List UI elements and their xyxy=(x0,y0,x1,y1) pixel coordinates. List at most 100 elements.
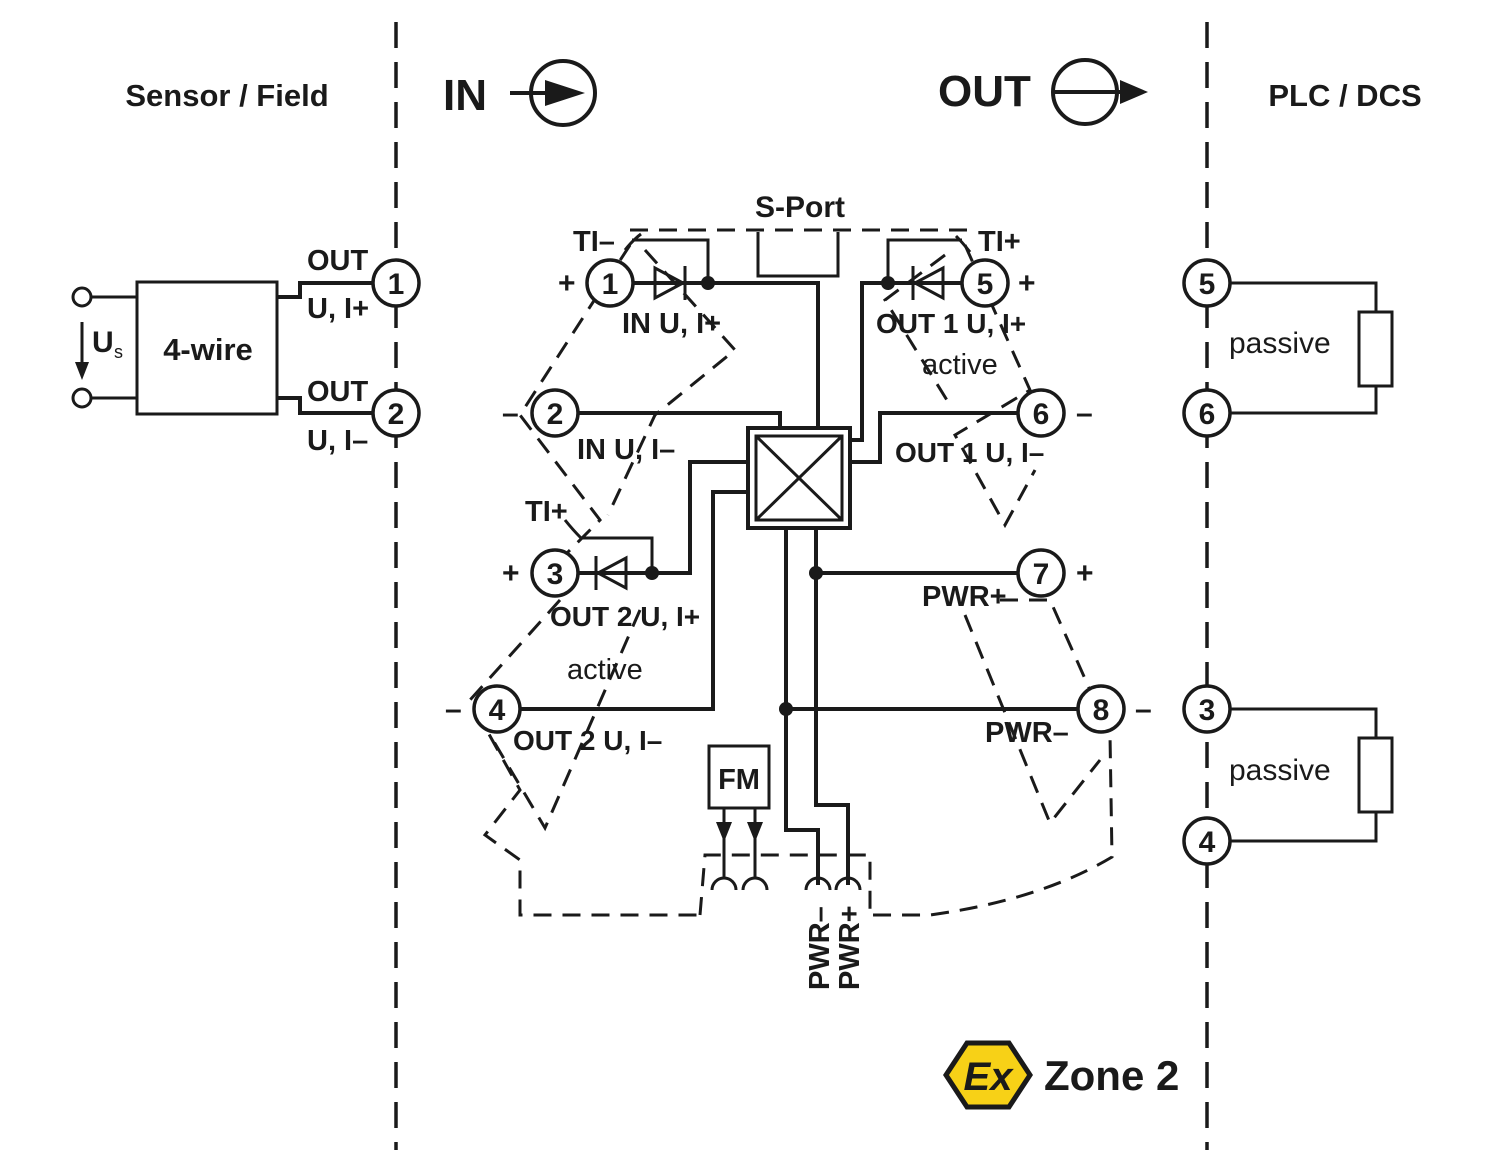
module-terminal-3 xyxy=(530,548,580,598)
polarity-t4: – xyxy=(445,693,462,726)
output-arrow-icon xyxy=(1051,58,1148,126)
module-terminal-3-label: 3 xyxy=(547,558,564,591)
out2-mode-label: active xyxy=(567,654,643,686)
diode-out1-icon xyxy=(911,265,945,301)
sensor-terminal-1-label: 1 xyxy=(388,268,405,301)
module-terminal-4-label: 4 xyxy=(489,694,506,727)
wire-bus-pwr-minus xyxy=(784,528,820,885)
plc-terminal-3-label: 3 xyxy=(1199,694,1216,727)
four-wire-label: 4-wire xyxy=(163,332,253,367)
sport-label: S-Port xyxy=(755,191,845,224)
sport-connector xyxy=(756,232,840,278)
junction-out1-plus xyxy=(881,276,895,290)
supply-voltage-subscript: s xyxy=(114,342,123,362)
supply-voltage-label: U xyxy=(92,326,114,359)
module-terminal-4 xyxy=(472,684,522,734)
isolation-block xyxy=(746,426,852,530)
module-terminal-8-label: 8 xyxy=(1093,694,1110,727)
ti-plus-left-label: TI+ xyxy=(525,496,568,528)
junction-out2-plus xyxy=(645,566,659,580)
plc-load-top-label: passive xyxy=(1229,327,1331,360)
wire-out1-minus xyxy=(850,411,1018,464)
fm-contacts xyxy=(716,808,763,878)
plc-resistor-top xyxy=(1357,310,1394,388)
supply-terminals xyxy=(71,286,137,409)
wire-out2-minus xyxy=(520,490,748,711)
module-terminal-6-label: 6 xyxy=(1033,398,1050,431)
ti-minus-hook xyxy=(623,232,642,251)
ti-plus-right-hook xyxy=(954,234,972,253)
polarity-t7: + xyxy=(1076,557,1094,590)
module-terminal-2 xyxy=(530,388,580,438)
ex-symbol-text: Ex xyxy=(964,1055,1015,1099)
module-terminal-8 xyxy=(1076,684,1126,734)
module-terminal-5-label: 5 xyxy=(977,268,994,301)
ti-plus-left-hook xyxy=(563,519,583,540)
module-terminal-5 xyxy=(960,258,1010,308)
polarity-t1: + xyxy=(558,267,576,300)
bus-sockets xyxy=(710,876,862,891)
header-plc-dcs: PLC / DCS xyxy=(1268,78,1421,113)
sensor-terminal-2-label: 2 xyxy=(388,398,405,431)
module-terminal-7-label: 7 xyxy=(1033,558,1050,591)
out1-u-i-plus-label: OUT 1 U, I+ xyxy=(876,308,1026,339)
junction-pwr-plus xyxy=(809,566,823,580)
header-in: IN xyxy=(443,71,487,120)
plc-terminal-4 xyxy=(1182,816,1232,866)
header-sensor-field: Sensor / Field xyxy=(125,78,328,113)
zone-label: Zone 2 xyxy=(1044,1052,1179,1099)
bus-pwr-minus-label: PWR– xyxy=(804,906,836,990)
sensor-terminal-2 xyxy=(371,388,421,438)
polarity-t3: + xyxy=(502,557,520,590)
in-u-i-plus-label: IN U, I+ xyxy=(622,308,721,340)
polarity-t6: – xyxy=(1076,397,1093,430)
wire-ti-plus-left xyxy=(580,536,654,573)
plc-resistor-bottom xyxy=(1357,736,1394,814)
in-u-i-minus-label: IN U, I– xyxy=(577,434,675,466)
sensor-wire-bottom xyxy=(277,396,372,415)
sensor-terminal-1 xyxy=(371,258,421,308)
module-terminal-6 xyxy=(1016,388,1066,438)
module-terminal-2-label: 2 xyxy=(547,398,564,431)
junction-pwr-minus xyxy=(779,702,793,716)
plc-terminal-4-label: 4 xyxy=(1199,826,1216,859)
sensor-signal-bottom: U, I– xyxy=(307,425,368,457)
wire-ti-plus-right xyxy=(886,238,962,283)
module-terminal-1 xyxy=(585,258,635,308)
out1-u-i-minus-label: OUT 1 U, I– xyxy=(895,437,1044,468)
out2-u-i-plus-label: OUT 2 U, I+ xyxy=(550,601,700,632)
pwr-plus-label: PWR+ xyxy=(922,581,1007,613)
polarity-t5: + xyxy=(1018,267,1036,300)
wire-ti-minus xyxy=(632,238,710,283)
fm-label: FM xyxy=(718,764,760,796)
diode-in-icon xyxy=(653,265,687,301)
sensor-wire-top xyxy=(277,281,372,299)
junction-in-plus xyxy=(701,276,715,290)
plc-terminal-6-label: 6 xyxy=(1199,398,1216,431)
out1-mode-label: active xyxy=(922,349,998,381)
module-terminal-1-label: 1 xyxy=(602,268,619,301)
ti-plus-right-label: TI+ xyxy=(978,226,1021,258)
wire-in-minus xyxy=(578,411,782,428)
header-out: OUT xyxy=(938,67,1031,116)
bus-pwr-plus-label: PWR+ xyxy=(834,905,866,990)
plc-terminal-5 xyxy=(1182,258,1232,308)
wire-out2-plus xyxy=(578,460,748,575)
fm-block xyxy=(707,744,771,810)
ti-minus-label: TI– xyxy=(573,226,615,258)
four-wire-device xyxy=(135,280,279,416)
polarity-t2: – xyxy=(502,397,519,430)
sensor-signal-top: U, I+ xyxy=(307,293,369,325)
input-arrow-icon xyxy=(510,59,597,127)
ex-hazard-icon xyxy=(943,1040,1033,1110)
sensor-out-top: OUT xyxy=(307,245,369,277)
plc-terminal-3 xyxy=(1182,684,1232,734)
plc-terminal-6 xyxy=(1182,388,1232,438)
sensor-out-bottom: OUT xyxy=(307,376,369,408)
wire-bus-pwr-plus xyxy=(814,528,850,885)
polarity-t8: – xyxy=(1135,693,1152,726)
pwr-minus-label: PWR– xyxy=(985,717,1069,749)
plc-terminal-5-label: 5 xyxy=(1199,268,1216,301)
out2-u-i-minus-label: OUT 2 U, I– xyxy=(513,725,662,756)
